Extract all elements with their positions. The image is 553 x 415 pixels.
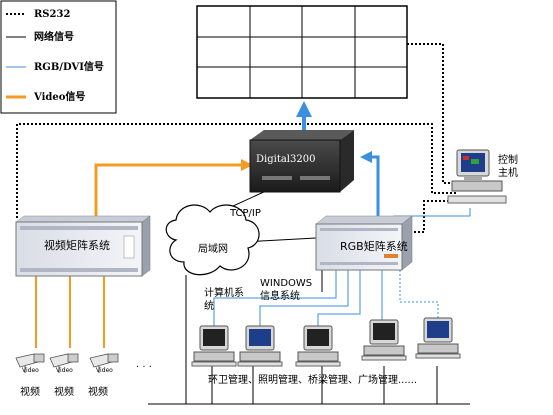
- rs232-wall-to-host: [407, 43, 458, 184]
- computer-system-label-line1: 计算机系: [204, 286, 244, 299]
- rgbdvi-pc3: [317, 270, 361, 326]
- camera-3-model: Video: [96, 367, 113, 374]
- workstation-1: [191, 325, 237, 367]
- legend-box: [0, 0, 117, 114]
- legend-video-label: Video信号: [33, 90, 85, 103]
- rs232-video-matrix-to-host: [16, 123, 458, 218]
- tcpip-label: TCP/IP: [229, 208, 261, 219]
- rgb-matrix-unit: RGB矩阵系统: [315, 215, 413, 271]
- camera-3: Video: [89, 353, 119, 374]
- video-links: [35, 159, 253, 348]
- rgbdvi-pc1: [213, 270, 337, 326]
- management-systems-label: 环卫管理、照明管理、桥梁管理、广场管理......: [208, 373, 417, 386]
- rgbdvi-links: [213, 101, 471, 326]
- digital3200-label: Digital3200: [256, 154, 315, 165]
- legend-network-label: 网络信号: [34, 30, 74, 43]
- info-system-label: 信息系统: [260, 289, 300, 302]
- camera-1-label: 视频: [20, 385, 40, 398]
- lan-label: 局域网: [198, 242, 228, 255]
- video-wall: [196, 5, 408, 99]
- legend: RS232 网络信号 RGB/DVI信号 Video信号: [0, 0, 117, 114]
- windows-label: WINDOWS: [260, 278, 312, 289]
- rgb-matrix-label: RGB矩阵系统: [340, 239, 408, 253]
- computer-system-label-line2: 统: [204, 299, 214, 312]
- camera-2-label: 视频: [54, 385, 74, 398]
- video-matrix-to-digital: [94, 159, 253, 218]
- camera-3-label: 视频: [88, 385, 108, 398]
- digital3200-unit: Digital3200: [249, 130, 354, 193]
- workstation-4: [361, 319, 407, 361]
- rgbdvi-rgb-to-digital: [360, 151, 380, 224]
- workstation-5: [415, 317, 461, 359]
- video-matrix-label: 视频矩阵系统: [44, 238, 110, 252]
- camera-2-model: Video: [56, 367, 73, 374]
- camera-1: Video: [15, 353, 45, 374]
- camera-1-model: Video: [22, 367, 39, 374]
- workstation-2: [237, 325, 283, 367]
- rgbdvi-pc5: [399, 270, 439, 318]
- control-host-label-line2: 主机: [498, 166, 518, 179]
- video-matrix-unit: 视频矩阵系统: [15, 215, 151, 277]
- camera-ellipsis: · · ·: [136, 362, 152, 373]
- workstation-3: [295, 325, 341, 367]
- control-host-label-line1: 控制: [498, 153, 518, 166]
- rgbdvi-pc2: [259, 270, 349, 326]
- lan-cloud: 局域网: [165, 204, 260, 276]
- legend-rgbdvi-label: RGB/DVI信号: [34, 60, 104, 73]
- camera-2: Video: [49, 353, 79, 374]
- control-host-computer: [447, 149, 507, 204]
- legend-rs232-label: RS232: [34, 9, 70, 20]
